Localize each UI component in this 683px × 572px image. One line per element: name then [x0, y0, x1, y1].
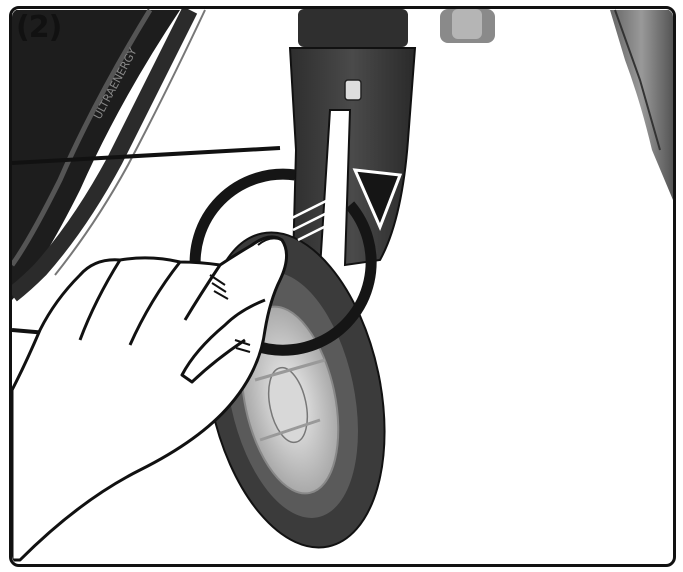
step-number-label: (2): [16, 10, 61, 45]
